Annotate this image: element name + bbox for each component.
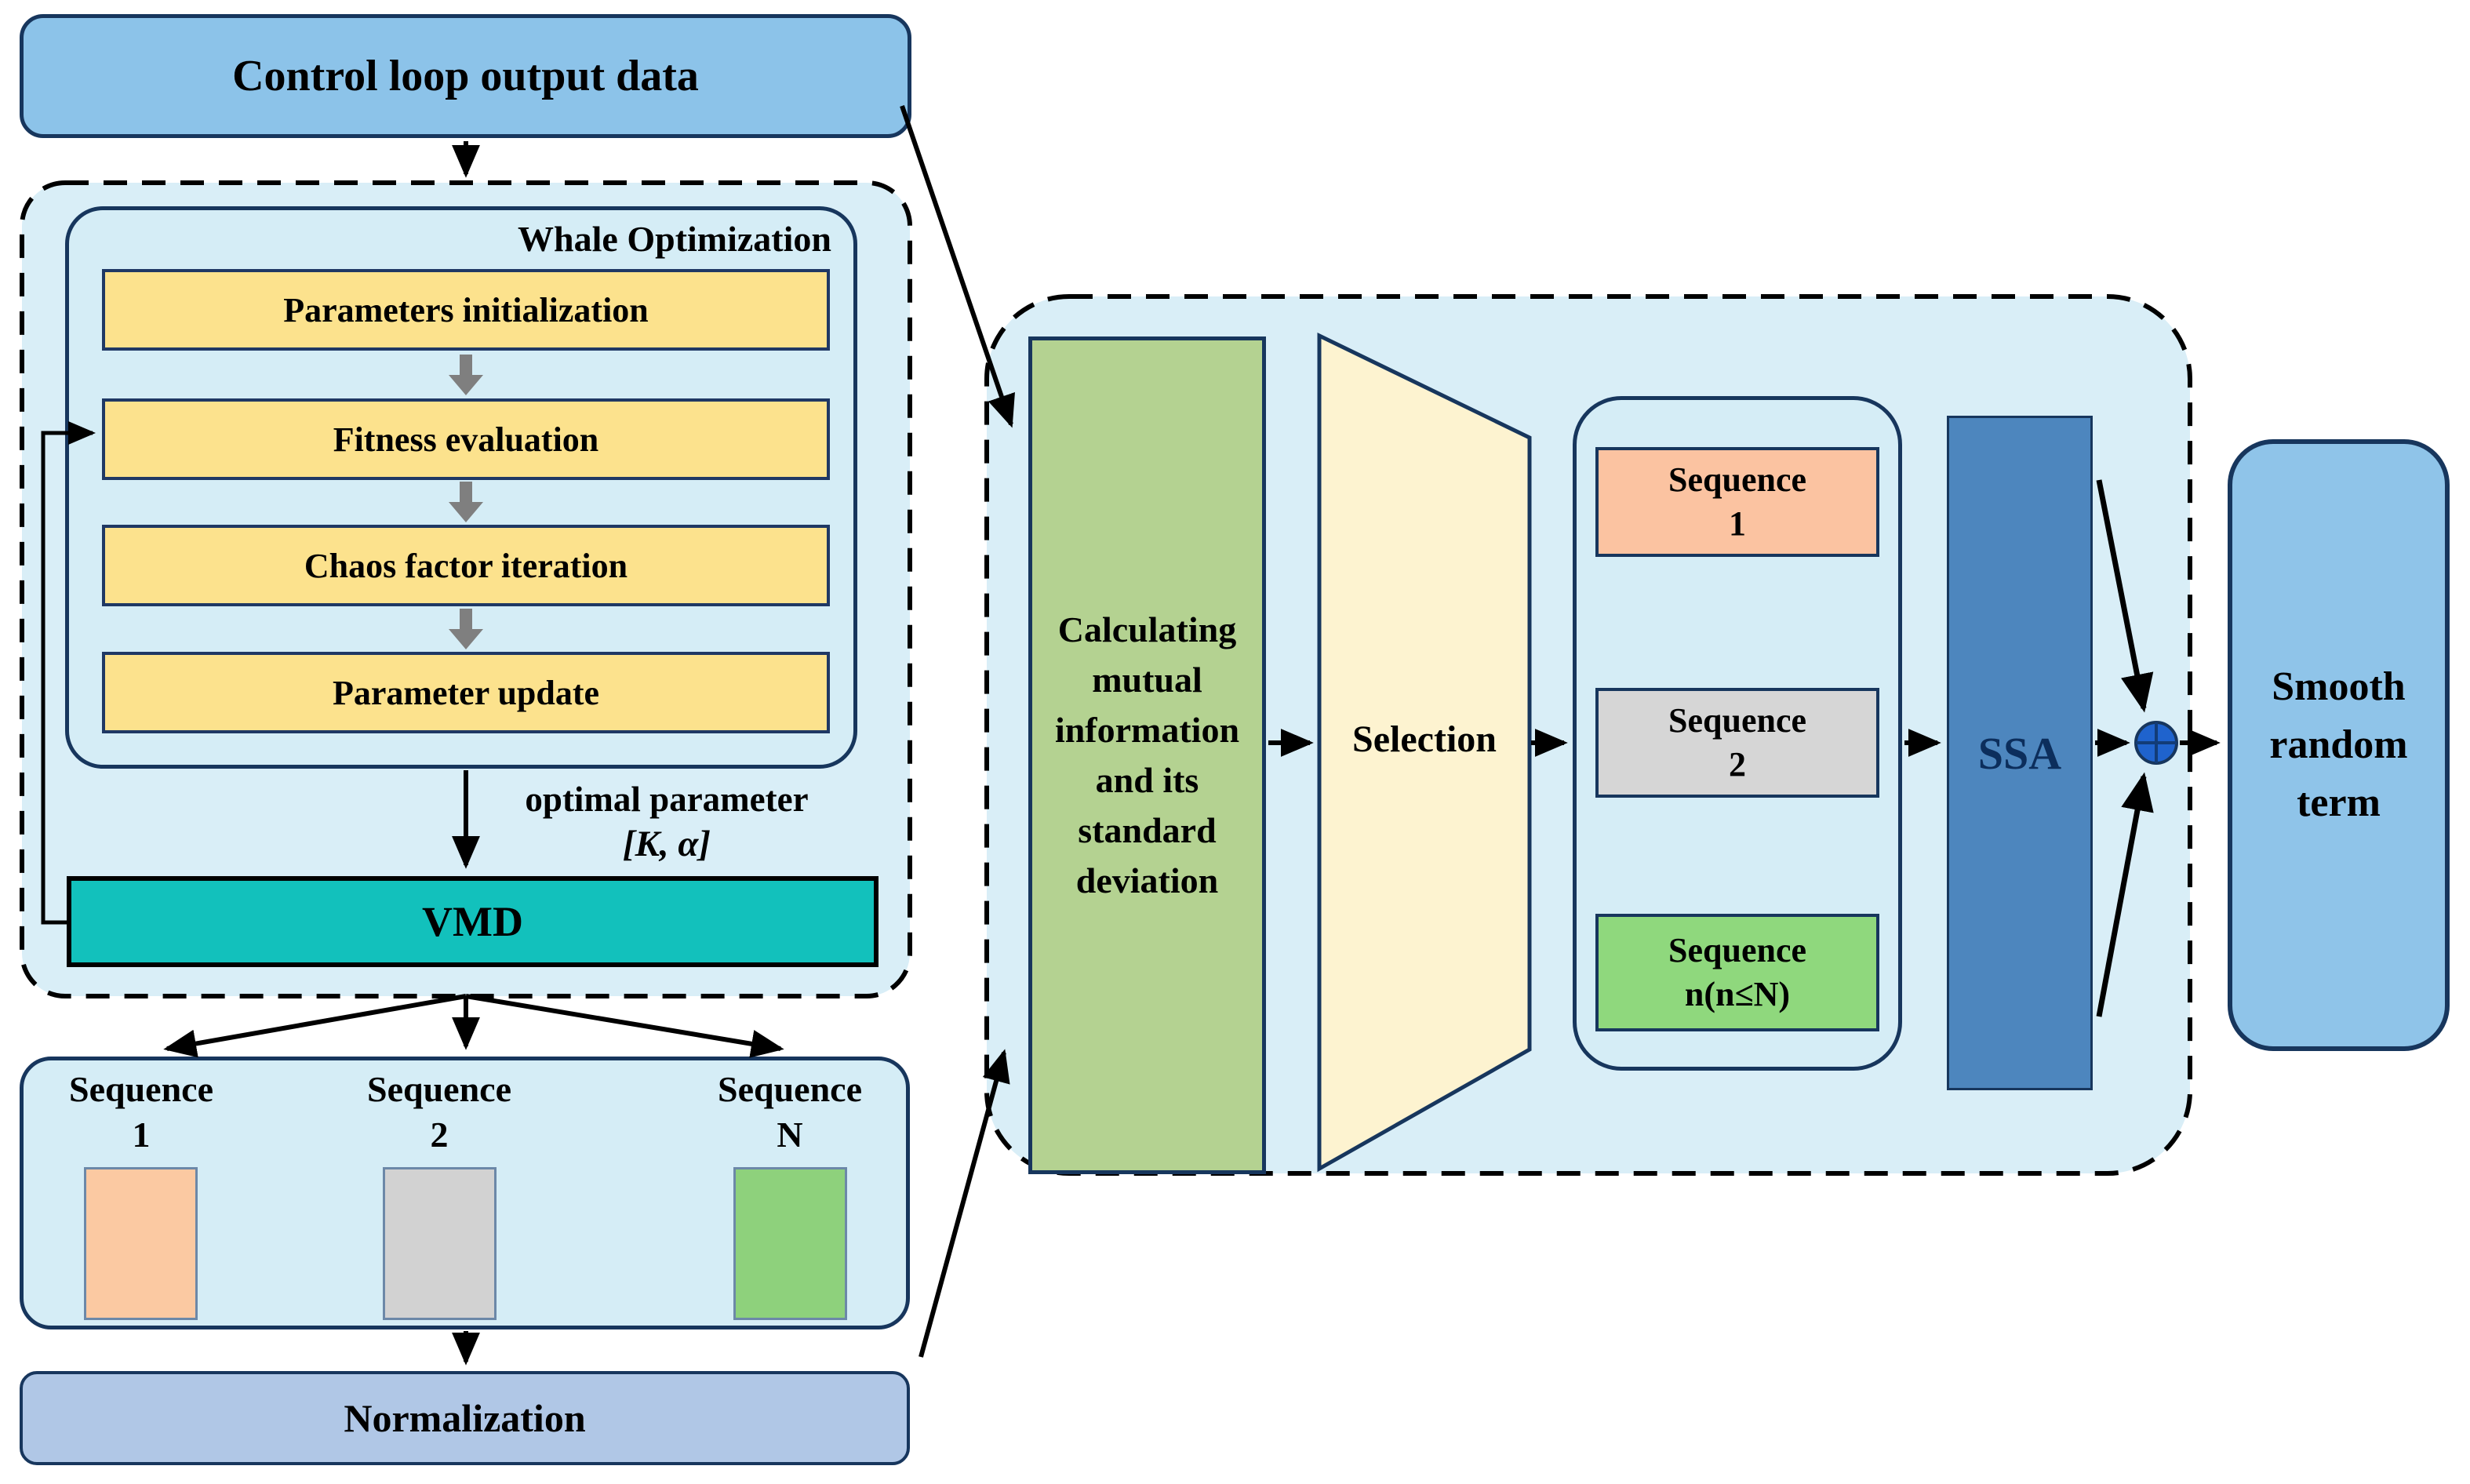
decomposed-seq2-word: Sequence bbox=[367, 1069, 511, 1109]
output-line2: random bbox=[2269, 722, 2408, 767]
decomposed-seq2-swatch bbox=[383, 1167, 497, 1320]
selection-label: Selection bbox=[1319, 718, 1530, 761]
smooth-random-term-box: Smooth random term bbox=[2228, 439, 2450, 1051]
output-line1: Smooth bbox=[2272, 664, 2406, 709]
selected-seq1-word: Sequence bbox=[1668, 460, 1806, 499]
decomposed-seq2-label: Sequence 2 bbox=[322, 1067, 557, 1158]
mutual-information-box: Calculating mutual information and its s… bbox=[1028, 336, 1266, 1174]
decomposed-seqN-word: Sequence bbox=[718, 1069, 862, 1109]
selected-seqn-word: Sequence bbox=[1668, 931, 1806, 969]
vmd-box: VMD bbox=[67, 876, 879, 967]
decomposed-seqN-index: N bbox=[777, 1115, 803, 1155]
vmd-label: VMD bbox=[422, 898, 523, 945]
arrow-ssa-to-sum-bottom bbox=[2096, 772, 2154, 1017]
ssa-box: SSA bbox=[1947, 416, 2093, 1090]
decomposed-seqN-swatch bbox=[733, 1167, 847, 1320]
decomposed-seq1-index: 1 bbox=[132, 1115, 151, 1155]
normalization-label: Normalization bbox=[344, 1396, 586, 1440]
arrow-normalization-to-mutual-information bbox=[919, 1049, 1010, 1358]
step-chaos-factor-iteration-label: Chaos factor iteration bbox=[304, 546, 628, 585]
decomposed-seqN-label: Sequence N bbox=[672, 1067, 908, 1158]
selected-seq1-box: Sequence 1 bbox=[1595, 447, 1879, 557]
optimal-parameter-line2: [K, α] bbox=[622, 824, 711, 864]
normalization-box: Normalization bbox=[20, 1371, 910, 1465]
step-parameter-update: Parameter update bbox=[102, 652, 830, 733]
step-parameters-initialization-label: Parameters initialization bbox=[283, 290, 649, 329]
decomposed-seq1-swatch bbox=[84, 1167, 198, 1320]
step-fitness-evaluation-label: Fitness evaluation bbox=[333, 420, 599, 459]
mi-line4: and its bbox=[1095, 760, 1199, 800]
selected-seq2-box: Sequence 2 bbox=[1595, 688, 1879, 798]
step-parameter-update-label: Parameter update bbox=[332, 673, 600, 712]
optimal-parameter-line1: optimal parameter bbox=[525, 780, 809, 819]
selected-seq1-index: 1 bbox=[1729, 504, 1746, 543]
arrow-vmd-split-left bbox=[163, 994, 467, 1058]
mi-line1: Calculating bbox=[1057, 609, 1237, 649]
mi-line3: information bbox=[1054, 710, 1240, 750]
selected-seq2-index: 2 bbox=[1729, 745, 1746, 784]
control-loop-output-label: Control loop output data bbox=[232, 52, 699, 100]
step-fitness-evaluation: Fitness evaluation bbox=[102, 398, 830, 480]
selected-seqn-index: n(n≤N) bbox=[1684, 975, 1791, 1013]
optimal-parameter-annotation: optimal parameter [K, α] bbox=[486, 777, 847, 867]
decomposed-seq1-label: Sequence 1 bbox=[24, 1067, 259, 1158]
decomposed-seq1-word: Sequence bbox=[69, 1069, 213, 1109]
output-line3: term bbox=[2297, 780, 2381, 825]
mi-line2: mutual bbox=[1092, 660, 1202, 700]
mi-line5: standard bbox=[1078, 810, 1217, 850]
decomposed-seq2-index: 2 bbox=[430, 1115, 449, 1155]
arrow-control-to-mutual-information bbox=[900, 105, 1015, 428]
step-chaos-factor-iteration: Chaos factor iteration bbox=[102, 525, 830, 606]
step-parameters-initialization: Parameters initialization bbox=[102, 269, 830, 351]
selection-label-text: Selection bbox=[1352, 718, 1497, 760]
selected-seq2-word: Sequence bbox=[1668, 701, 1806, 740]
ssa-label: SSA bbox=[1977, 727, 2062, 779]
selected-seqn-box: Sequence n(n≤N) bbox=[1595, 914, 1879, 1031]
arrow-vmd-split-right bbox=[465, 994, 784, 1058]
mi-line6: deviation bbox=[1075, 860, 1219, 900]
sum-junction-circle-plus-icon bbox=[2134, 721, 2178, 765]
arrow-ssa-to-sum-top bbox=[2096, 479, 2154, 713]
whale-optimization-title: Whale Optimization bbox=[518, 219, 831, 259]
control-loop-output-box: Control loop output data bbox=[20, 14, 911, 138]
